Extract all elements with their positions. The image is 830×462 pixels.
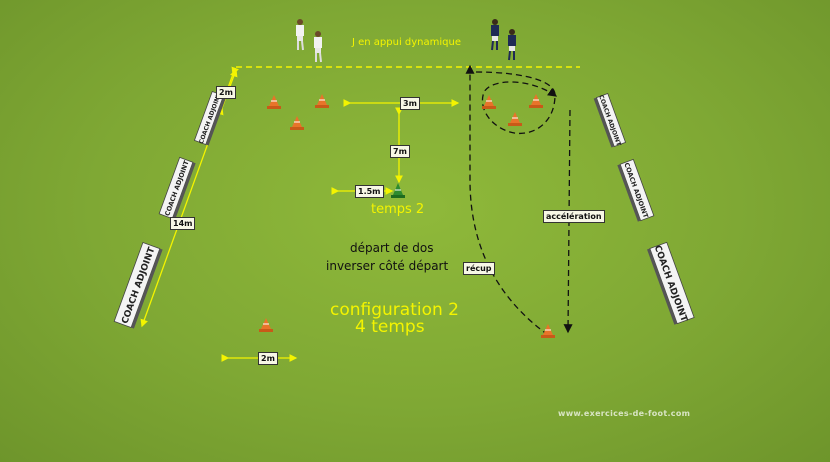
- ad-board: COACH ADJOINT: [647, 241, 695, 325]
- config-title-line-1: configuration 2: [330, 300, 459, 320]
- cone: [529, 94, 543, 108]
- run-label-recup: récup: [463, 262, 495, 275]
- header-note: J en appui dynamique: [352, 37, 462, 48]
- instruction-line-1: départ de dos: [350, 241, 434, 255]
- ad-board: COACH ADJOINT: [617, 158, 655, 222]
- cone: [508, 112, 522, 126]
- cone: [290, 116, 304, 130]
- cone-green: [391, 183, 405, 198]
- run-path-recup: [465, 64, 549, 336]
- config-title-line-2: 4 temps: [355, 317, 425, 337]
- ad-board: COACH ADJOINT: [113, 241, 163, 329]
- distance-label-1-5m: 1.5m: [355, 185, 384, 198]
- distance-label-7m: 7m: [390, 145, 410, 158]
- temps-2-label: temps 2: [371, 202, 425, 217]
- distance-label-14m: 14m: [170, 217, 196, 230]
- instruction-line-2: inverser côté départ: [326, 259, 449, 273]
- run-label-acceleration: accélération: [543, 210, 605, 223]
- player-white: [314, 31, 322, 63]
- player-white: [296, 19, 304, 51]
- distance-label-3m: 3m: [400, 97, 420, 110]
- ad-board: COACH ADJOINT: [158, 156, 196, 220]
- cone: [315, 94, 329, 108]
- cone: [267, 95, 281, 109]
- player-blue: [491, 19, 499, 51]
- distance-label-2m-top: 2m: [216, 86, 236, 99]
- cone: [482, 95, 496, 109]
- cone: [541, 324, 555, 338]
- cone: [259, 318, 273, 332]
- ad-board: COACH ADJOINT: [593, 93, 627, 148]
- run-path-loop: [475, 71, 558, 134]
- watermark: www.exercices-de-foot.com: [558, 409, 691, 418]
- player-blue: [508, 29, 516, 61]
- distance-label-2m-bottom: 2m: [258, 352, 278, 365]
